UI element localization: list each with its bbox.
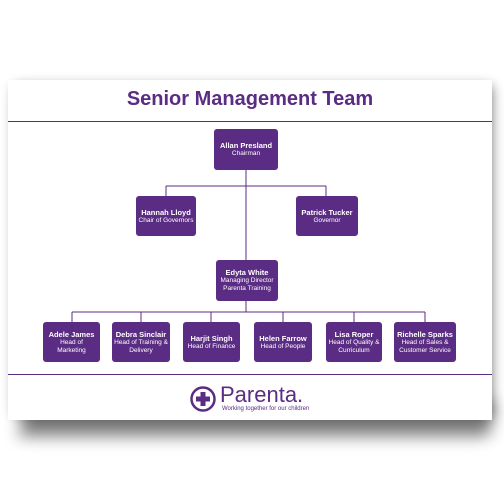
debra-role-line1: Head of Training & [114,338,168,346]
lisa-role-line1: Head of Quality & [328,338,380,346]
parenta-logo: Parenta. Working together for our childr… [190,384,309,413]
adele-box: Adele James Head of Marketing [43,322,100,362]
hannah-box: Hannah Lloyd Chair of Governors [136,196,196,236]
helen-role: Head of People [260,342,306,350]
lisa-box: Lisa Roper Head of Quality & Curriculum [326,322,382,362]
edyta-box: Edyta White Managing Director Parenta Tr… [216,260,278,301]
brand-tagline: Working together for our children [222,406,310,412]
bottom-divider [8,374,492,375]
lisa-name: Lisa Roper [334,329,374,339]
harjit-role: Head of Finance [187,342,236,350]
debra-role-line2: Delivery [129,346,153,354]
brand-name: Parenta. [220,382,304,407]
debra-box: Debra Sinclair Head of Training & Delive… [112,322,170,362]
chairman-box: Allan Presland Chairman [214,129,278,170]
hannah-name: Hannah Lloyd [141,207,191,217]
helen-name: Helen Farrow [259,333,307,343]
patrick-box: Patrick Tucker Governor [296,196,358,236]
richelle-role-line1: Head of Sales & [401,338,449,346]
chairman-role: Chairman [231,150,261,157]
parenta-cross-icon [190,385,216,412]
richelle-name: Richelle Sparks [397,329,453,339]
lisa-role-line2: Curriculum [338,346,370,354]
debra-name: Debra Sinclair [115,329,167,339]
patrick-role: Governor [313,216,341,224]
chairman-name: Allan Presland [219,141,273,150]
patrick-name: Patrick Tucker [301,207,353,217]
top-divider [8,121,492,122]
edyta-name: Edyta White [225,268,269,277]
harjit-box: Harjit Singh Head of Finance [183,322,240,362]
hannah-role: Chair of Governors [138,216,194,224]
richelle-box: Richelle Sparks Head of Sales & Customer… [394,322,456,362]
adele-name: Adele James [48,329,95,339]
richelle-role-line2: Customer Service [399,346,451,354]
page-title: Senior Management Team [126,88,374,110]
helen-box: Helen Farrow Head of People [254,322,312,362]
edyta-role-line2: Parenta Training [223,285,271,292]
harjit-name: Harjit Singh [190,333,233,343]
adele-role: Head of Marketing [57,338,86,354]
edyta-role-line1: Managing Director [220,277,274,284]
